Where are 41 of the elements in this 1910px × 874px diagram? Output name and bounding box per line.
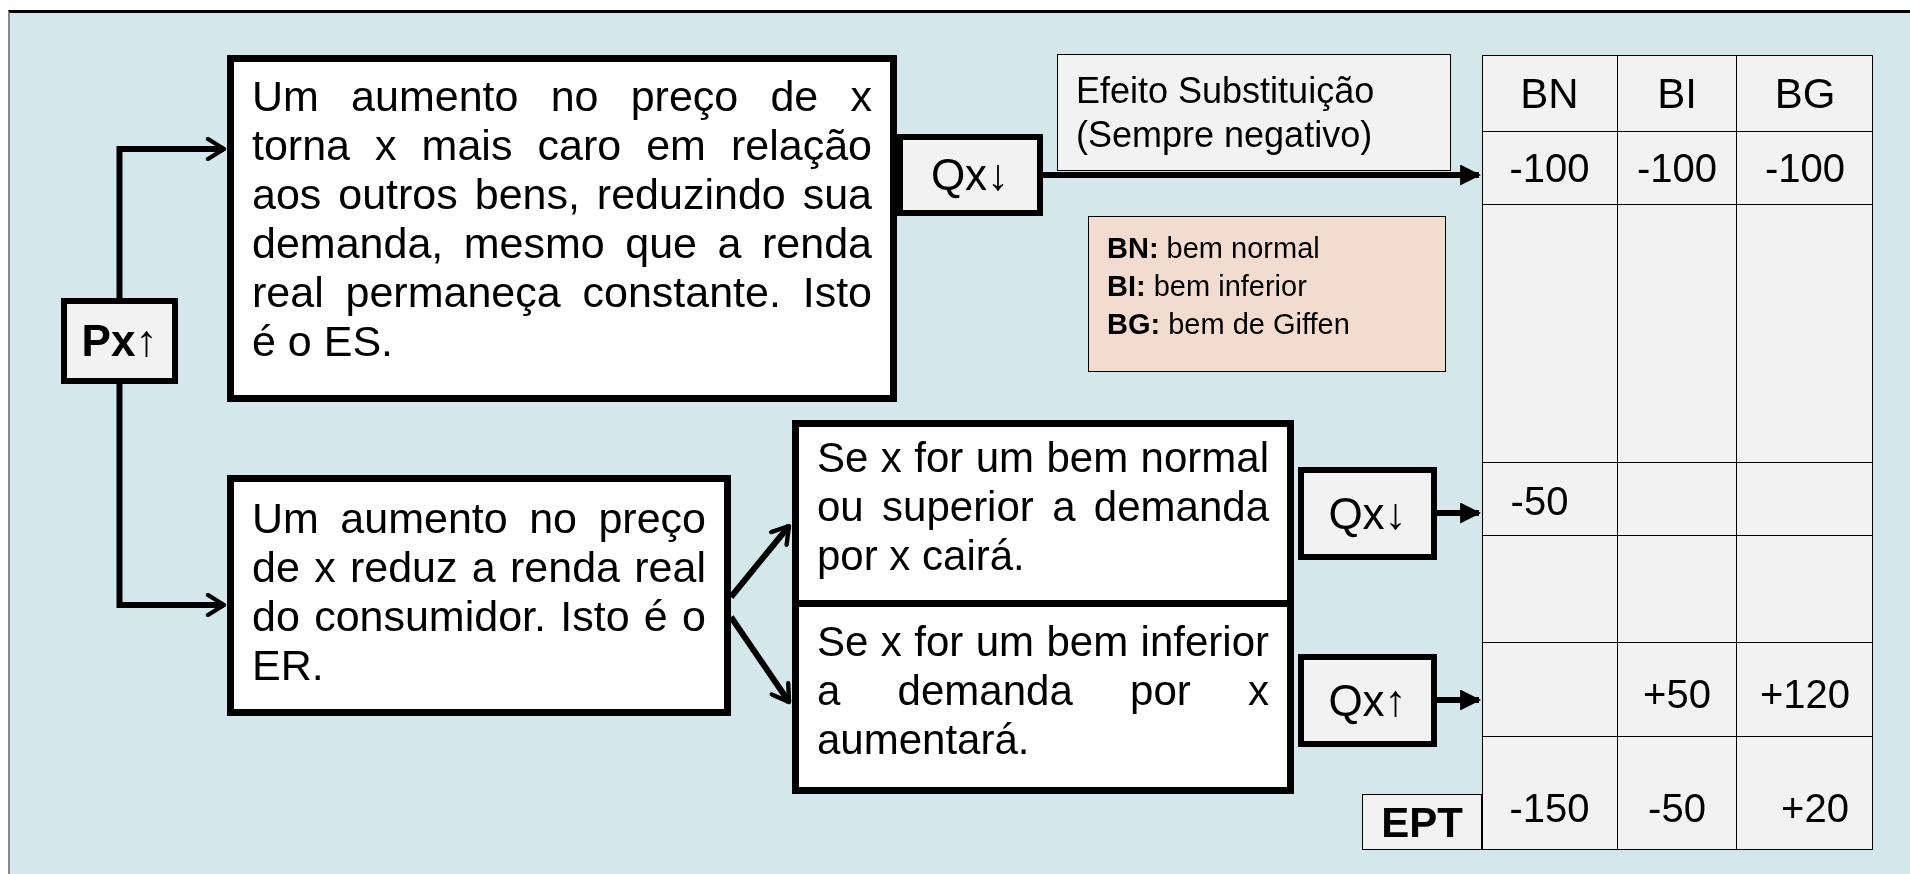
table-cell: +50 bbox=[1618, 643, 1737, 737]
text-box bbox=[792, 420, 1294, 607]
box-text: Qx↓ bbox=[1328, 487, 1407, 540]
arrow bbox=[1437, 502, 1482, 524]
quantity-box bbox=[1298, 654, 1437, 747]
table-cell: -50 bbox=[1618, 737, 1737, 850]
text-box bbox=[227, 55, 897, 402]
quantity-box bbox=[1298, 467, 1437, 560]
box-text: BN: bem normal bbox=[1107, 231, 1321, 266]
table-cell: BG bbox=[1737, 55, 1873, 132]
table-cell: BN bbox=[1482, 55, 1618, 132]
box-text: BI: bem inferior bbox=[1107, 269, 1308, 304]
box-text: Qx↓ bbox=[930, 149, 1010, 201]
table-cell: -50 bbox=[1482, 463, 1618, 536]
label-box bbox=[1057, 54, 1451, 171]
table-cell: +120 bbox=[1737, 643, 1873, 737]
quantity-box bbox=[897, 134, 1043, 216]
row-label-box bbox=[1362, 794, 1482, 850]
data-table bbox=[1482, 55, 1873, 850]
price-box bbox=[61, 298, 178, 384]
table-cell: -100 bbox=[1737, 132, 1873, 205]
table-cell-text: +20 bbox=[1780, 785, 1850, 832]
arrow bbox=[1043, 164, 1482, 186]
box-text: BG: bem de Giffen bbox=[1107, 307, 1351, 342]
text-box bbox=[227, 475, 731, 716]
table-cell: -100 bbox=[1618, 132, 1737, 205]
table-cell: BI bbox=[1618, 55, 1737, 132]
arrow bbox=[1437, 689, 1482, 711]
table-cell: -100 bbox=[1482, 132, 1618, 205]
box-text: Qx↑ bbox=[1328, 674, 1407, 727]
text-box bbox=[792, 607, 1294, 794]
box-text: Se x for um bem normal ou superior a demanda por x cairá. bbox=[817, 433, 1269, 580]
box-text: Se x for um bem inferior a demanda por x aumentará. bbox=[817, 617, 1269, 764]
box-text: Um aumento no preço de x reduz a renda real do consumidor. Isto é o ER. bbox=[252, 494, 706, 690]
box-text: EPT bbox=[1381, 797, 1463, 848]
box-text: Px↑ bbox=[81, 315, 158, 367]
box-text: Um aumento no preço de x torna x mais caro em relação aos outros bens, reduzindo sua demanda, mesmo que a renda real permaneça constante. Isto é o ES. bbox=[252, 72, 872, 366]
key-box bbox=[1088, 216, 1446, 372]
arrow bbox=[116, 136, 227, 298]
arrow bbox=[116, 384, 227, 618]
box-text: Efeito Substituição (Sempre negativo) bbox=[1076, 68, 1376, 157]
